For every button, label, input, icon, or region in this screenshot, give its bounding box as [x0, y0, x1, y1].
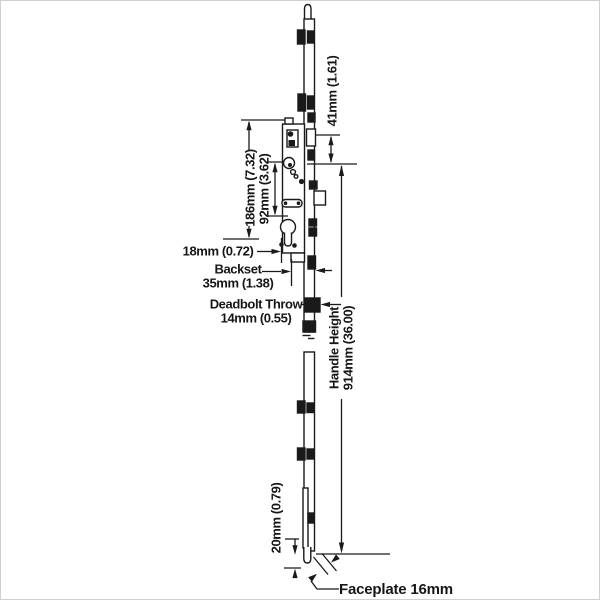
screw-hole — [293, 173, 299, 179]
spindle-hole — [282, 156, 296, 170]
screw-hole — [298, 178, 305, 185]
rail-fitting — [308, 227, 318, 237]
rail-fitting — [308, 218, 318, 227]
dimension-ticks — [223, 119, 390, 569]
screw-hole — [287, 131, 294, 137]
latch-bolt — [313, 190, 327, 206]
dim-label-deadbolt-throw: Deadbolt Throw 14mm (0.55) — [209, 296, 303, 325]
rail-fitting — [307, 512, 315, 524]
faceplate-rail-lower — [296, 351, 316, 564]
dim-shootbolt-throw — [292, 539, 298, 579]
dim-label-deadbolt-line2: 14mm (0.55) — [220, 310, 292, 325]
fixing-slot — [281, 198, 303, 208]
dim-backset — [262, 267, 332, 275]
shoot-bolt-tip — [303, 547, 312, 564]
roller-cam — [297, 93, 315, 112]
dim-label-cam-offset: 41mm (1.61) — [324, 55, 340, 127]
rail-end-block — [302, 320, 317, 333]
roller-cam — [296, 29, 315, 45]
roller-cam — [296, 400, 315, 414]
shoot-bolt-rod — [302, 487, 309, 549]
euro-cylinder-hole — [279, 218, 297, 248]
rail-fitting — [305, 128, 317, 147]
dim-handle-height — [338, 165, 345, 554]
dim-edge-offset — [257, 248, 281, 255]
case-bottom-step — [290, 252, 306, 263]
faceplate-leader — [310, 580, 339, 590]
rail-fitting — [307, 255, 317, 270]
screw-hole — [292, 243, 297, 248]
dim-label-backset: Backset 35mm (1.38) — [202, 261, 274, 290]
dim-spindle-cylinder — [272, 162, 278, 216]
dim-deadbolt-throw — [301, 301, 341, 308]
top-rod-cap — [303, 3, 312, 21]
dim-label-backset-line1: Backset — [214, 261, 262, 277]
screw-hole — [289, 168, 297, 176]
dim-label-spindle-cylinder: 92mm (3.62) — [256, 153, 272, 225]
gearbox-case — [279, 117, 306, 263]
rail-fitting — [308, 180, 318, 190]
dim-label-case-height: 186mm (7.32) — [242, 149, 258, 227]
dim-faceplate — [308, 553, 340, 590]
dim-label-faceplate: Faceplate 16mm — [339, 581, 453, 598]
dim-case-height — [246, 120, 252, 239]
dim-label-edge-offset: 18mm (0.72) — [182, 243, 254, 259]
dim-label-handle-height: Handle Height 914mm (36.00) — [326, 305, 356, 391]
dim-cam-offset — [328, 135, 334, 163]
dim-label-deadbolt-line1: Deadbolt Throw — [209, 296, 303, 312]
dim-label-handle-height-line1: Handle Height — [326, 306, 342, 390]
rail-fitting — [307, 149, 316, 161]
dim-label-backset-line2: 35mm (1.38) — [202, 275, 274, 290]
rail-fitting — [307, 112, 316, 123]
dim-label-shootbolt-throw: 20mm (0.79) — [268, 482, 284, 554]
dim-label-handle-height-line2: 914mm (36.00) — [340, 305, 355, 391]
case-top-tab — [284, 117, 294, 125]
roller-cam — [296, 447, 315, 461]
dimension-arrows — [246, 120, 345, 590]
